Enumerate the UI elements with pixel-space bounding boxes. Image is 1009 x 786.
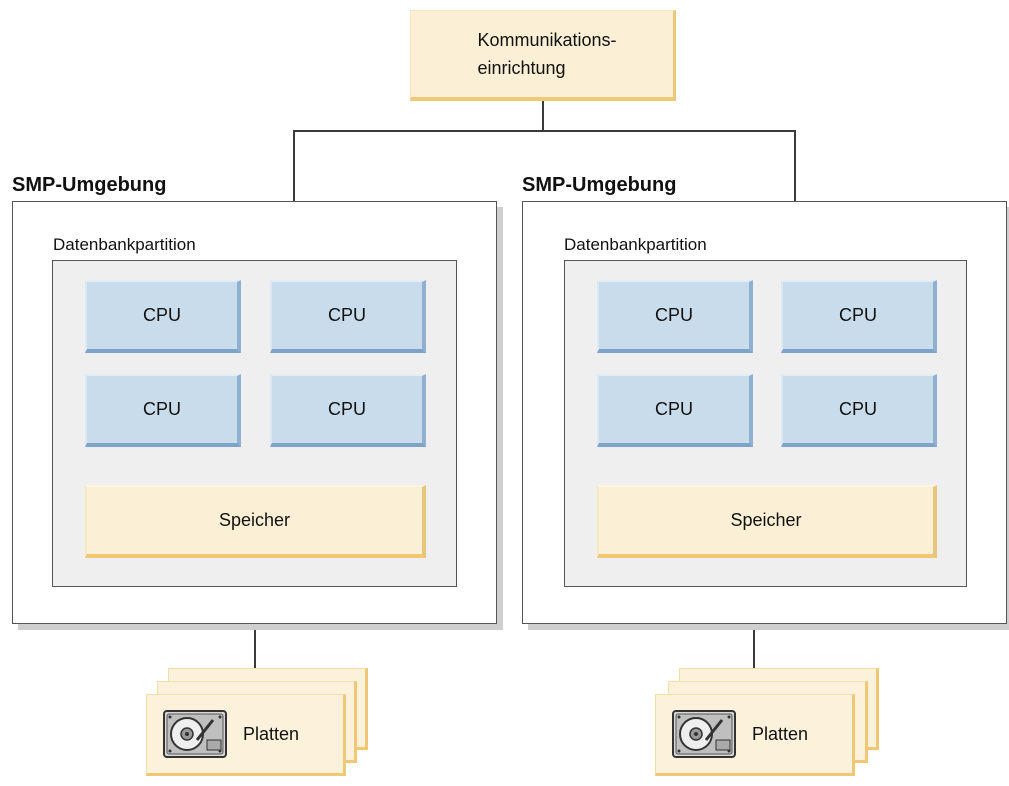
cpu-label: CPU [327,305,366,325]
cpu-box: CPU [85,280,241,353]
smp-environment-title-right: SMP-Umgebung [522,174,677,196]
cpu-label: CPU [838,399,877,419]
cpu-label: CPU [654,305,693,325]
cpu-box: CPU [270,374,426,447]
partition-label-right: Datenbankpartition [564,235,707,254]
database-partition-right: CPU CPU CPU CPU Speicher [564,260,967,587]
cpu-label: CPU [142,399,181,419]
hard-disk-icon [163,710,227,758]
communication-label-line1: Kommunikations- [477,30,617,50]
memory-label: Speicher [218,510,291,530]
cpu-label: CPU [142,305,181,325]
connector-comm-down [542,101,544,131]
memory-label: Speicher [730,510,802,530]
disks-label-left: Platten [243,723,300,744]
cpu-box: CPU [781,374,937,447]
disk-stack-left: Platten [146,694,346,776]
communication-label-line2: einrichtung [477,58,566,78]
cpu-label: CPU [327,399,366,419]
memory-box: Speicher [85,485,426,558]
smp-environment-right: Datenbankpartition CPU CPU CPU CPU Speic… [522,201,1007,624]
disks-label-right: Platten [752,723,809,744]
connector-horizontal [293,130,795,132]
partition-label-left: Datenbankpartition [53,235,196,254]
cpu-box: CPU [781,280,937,353]
connector-left-disk [254,624,256,694]
hard-disk-icon [672,710,736,758]
cpu-box: CPU [270,280,426,353]
cpu-box: CPU [85,374,241,447]
connector-right-disk [753,624,755,694]
cpu-box: CPU [597,280,753,353]
cpu-label: CPU [654,399,693,419]
communication-box: Kommunikations- einrichtung [410,10,676,101]
memory-box: Speicher [597,485,937,558]
cpu-label: CPU [838,305,877,325]
connector-left-down [293,130,295,201]
database-partition-left: CPU CPU CPU CPU Speicher [52,260,457,587]
smp-environment-left: Datenbankpartition CPU CPU CPU CPU Speic… [12,201,497,624]
cpu-box: CPU [597,374,753,447]
connector-right-down [794,130,796,201]
smp-environment-title-left: SMP-Umgebung [12,174,167,196]
disk-stack-right: Platten [655,694,855,776]
